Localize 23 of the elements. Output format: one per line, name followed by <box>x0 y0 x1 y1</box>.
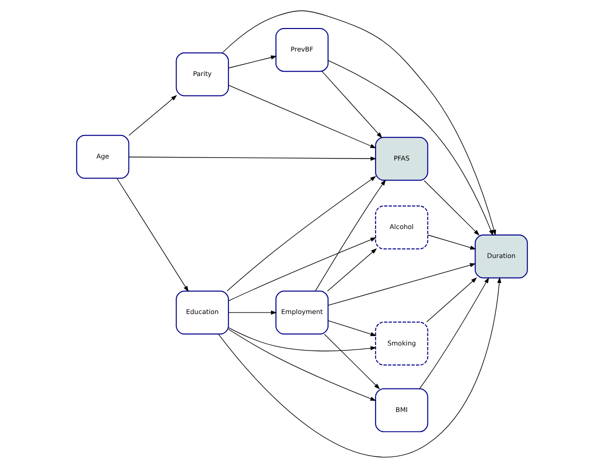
arrow <box>226 176 376 292</box>
arrow <box>322 71 382 138</box>
arrow <box>228 84 376 148</box>
arrow <box>218 277 502 458</box>
arrow <box>315 180 386 292</box>
arrow <box>228 55 277 68</box>
arrow <box>328 263 476 306</box>
arrow <box>428 234 476 250</box>
arrow <box>228 237 376 302</box>
arrow <box>324 334 380 390</box>
arrow <box>228 328 376 401</box>
arrow <box>327 248 377 292</box>
arrow <box>328 60 494 236</box>
arrow <box>419 277 490 389</box>
arrow <box>128 156 377 161</box>
arrow <box>128 95 178 136</box>
arrow <box>328 320 376 336</box>
arrow <box>424 180 480 236</box>
arrow <box>228 327 376 352</box>
arrow <box>116 178 189 292</box>
arrow <box>426 277 478 322</box>
arrow <box>228 310 277 315</box>
arrow <box>222 10 496 236</box>
